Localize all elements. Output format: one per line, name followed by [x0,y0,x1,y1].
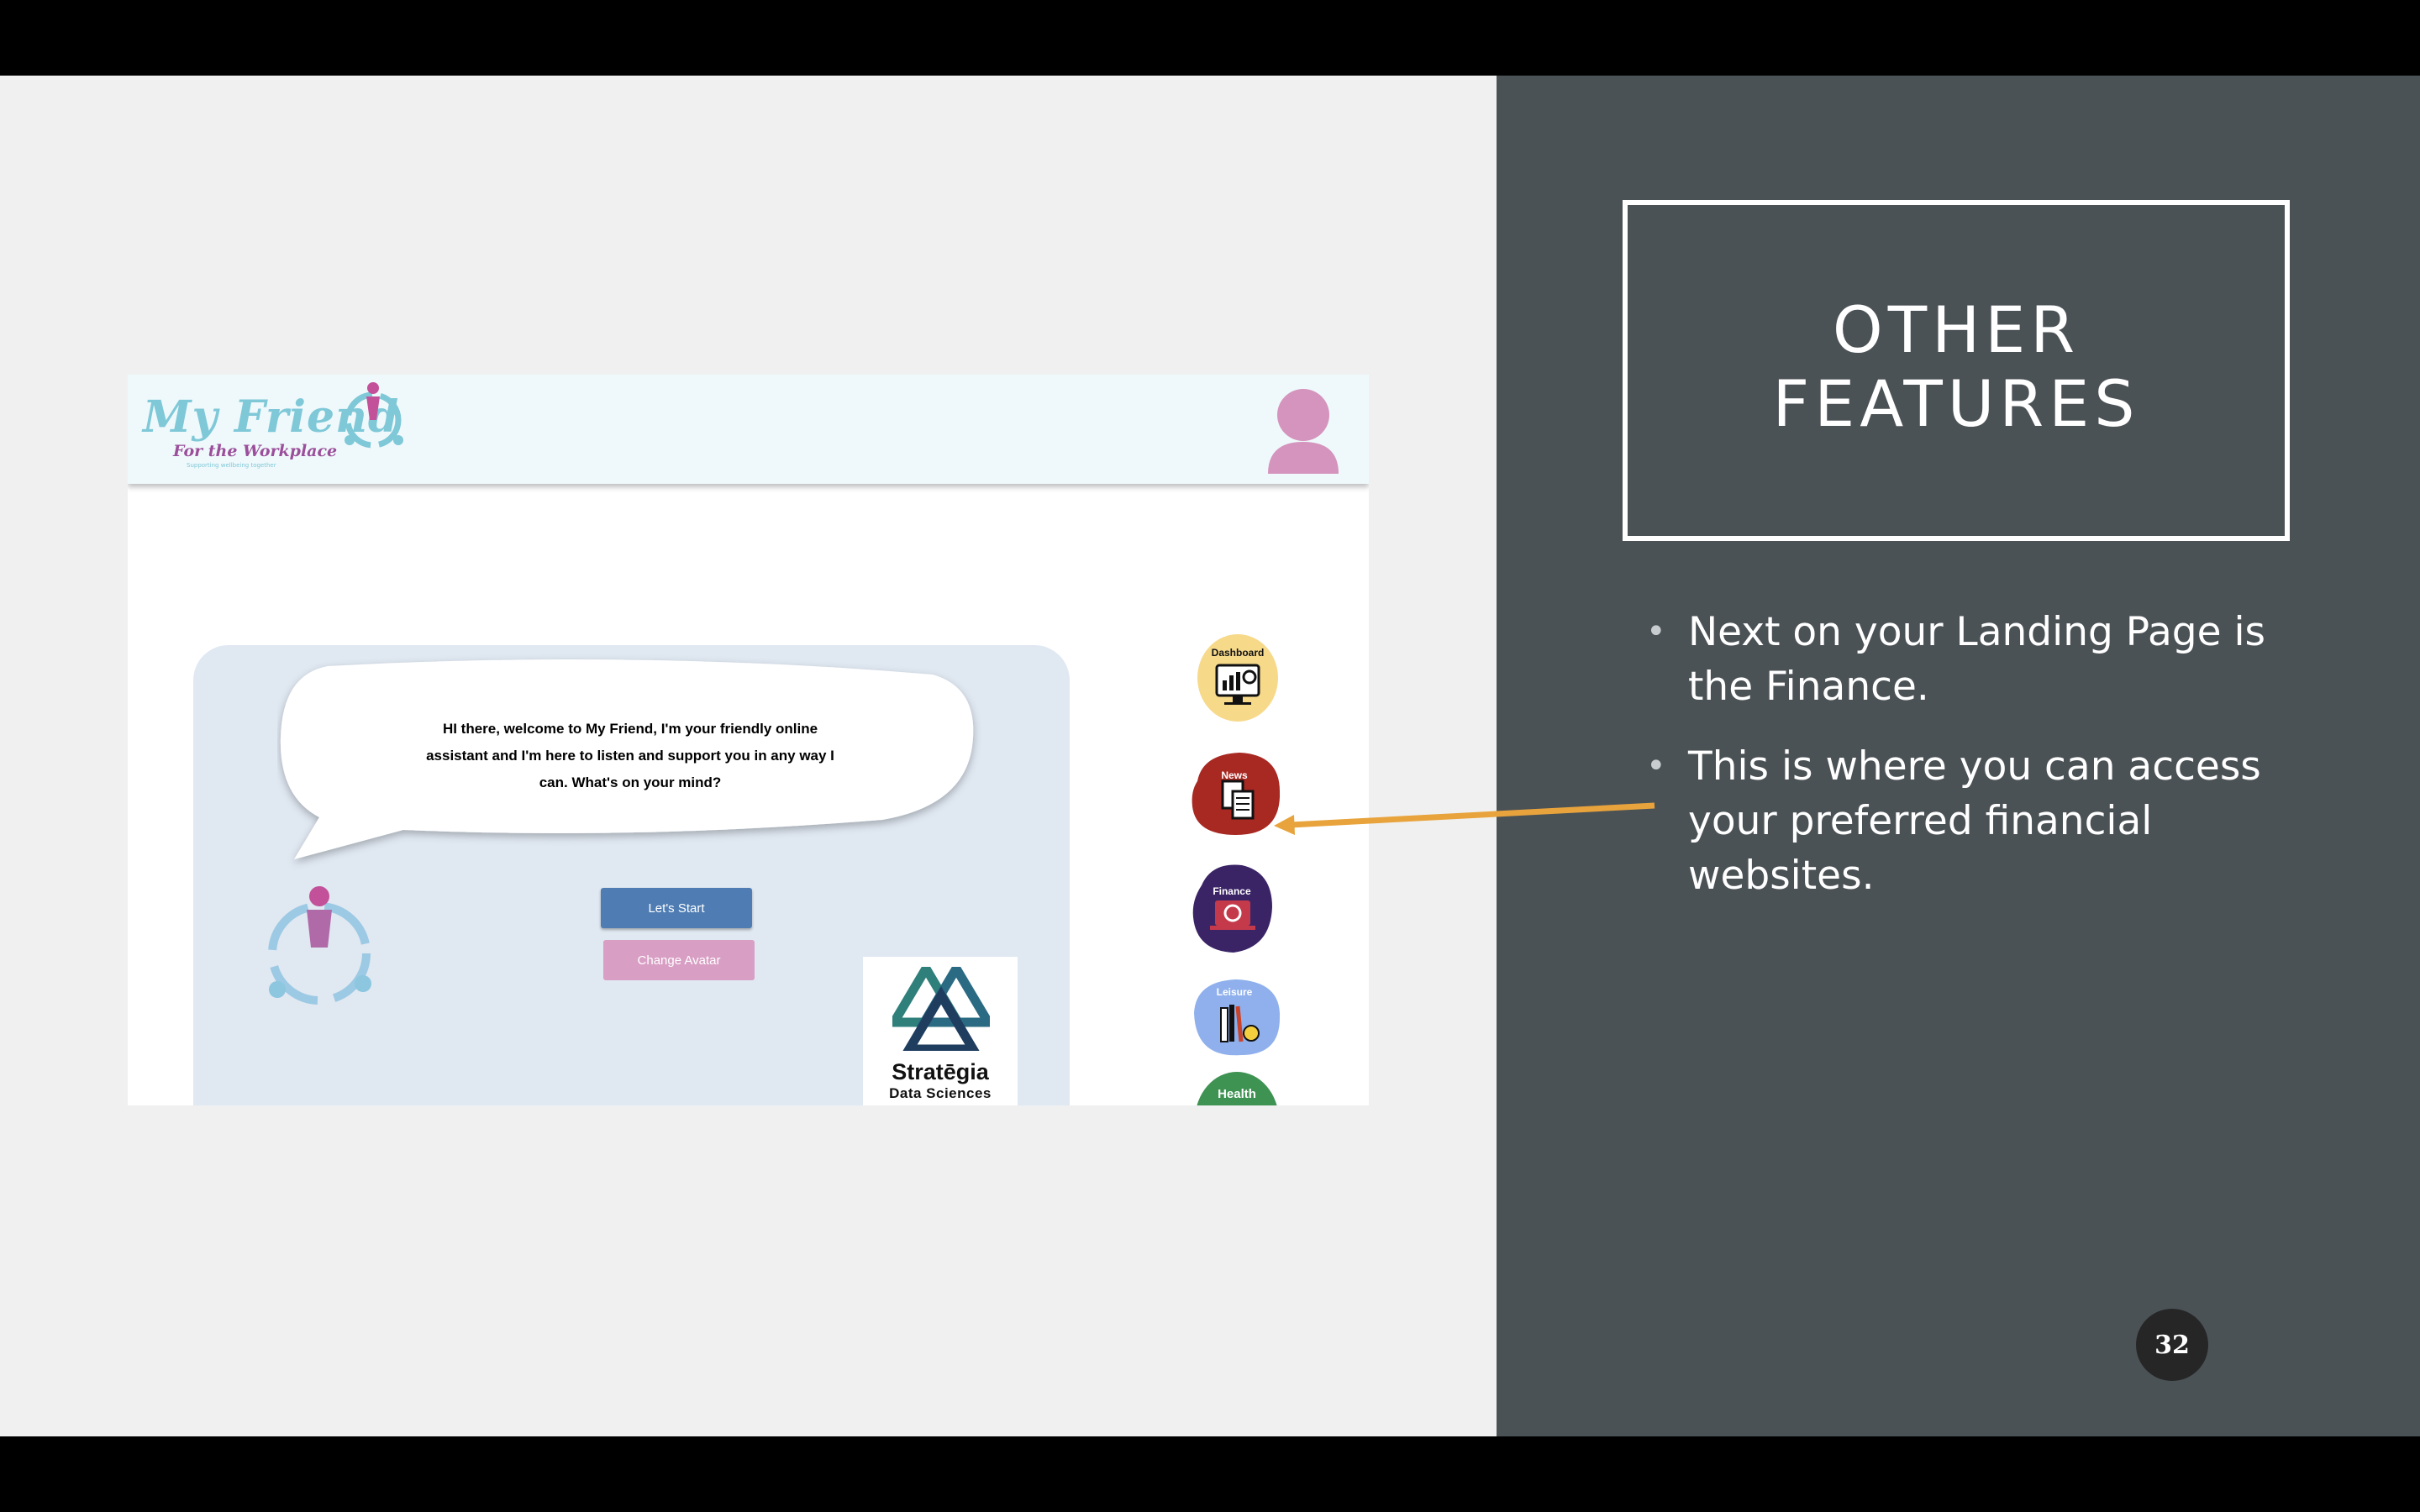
bullet-list: Next on your Landing Page is the Finance… [1639,605,2312,928]
logo-tagline: Supporting wellbeing together [187,462,276,469]
slide: My Friend For the Workplace Supporting w… [0,76,2420,1436]
bullet-item: Next on your Landing Page is the Finance… [1639,605,2312,714]
people-circle-logo-icon [345,382,403,449]
nav-leisure-label: Leisure [1216,986,1253,998]
mascot-icon [268,886,371,1005]
right-pane: OTHER FEATURES Next on your Landing Page… [1497,76,2420,1436]
triangle-knot-logo-icon [892,967,990,1051]
nav-health[interactable]: Health [1183,1068,1291,1105]
nav-news-label: News [1221,769,1248,781]
brand-subtitle: Data Sciences [889,1085,992,1101]
lets-start-button[interactable]: Let's Start [601,888,752,928]
nav-leisure[interactable]: Leisure [1181,971,1288,1070]
welcome-message: HI there, welcome to My Friend, I'm your… [426,721,834,790]
page-number: 32 [2136,1309,2208,1381]
brand-name: Stratēgia [892,1059,989,1084]
nav-finance[interactable]: Finance [1178,860,1286,959]
logo-subtitle: For the Workplace [173,442,338,460]
bullet-item: This is where you can access your prefer… [1639,739,2312,903]
nav-news[interactable]: News [1181,748,1288,847]
nav-dashboard[interactable]: Dashboard [1184,632,1292,731]
strategia-logo: Stratēgia Data Sciences [863,957,1018,1105]
nav-finance-label: Finance [1213,885,1251,897]
left-pane: My Friend For the Workplace Supporting w… [0,76,1497,1436]
slide-title: OTHER FEATURES [1772,292,2140,441]
app-screenshot: My Friend For the Workplace Supporting w… [128,375,1369,1105]
chat-card: HI there, welcome to My Friend, I'm your… [193,645,1070,1105]
nav-health-label: Health [1218,1087,1256,1101]
user-avatar-icon[interactable] [1263,386,1344,474]
app-header: My Friend For the Workplace Supporting w… [128,375,1369,484]
nav-dashboard-label: Dashboard [1211,647,1265,659]
change-avatar-button[interactable]: Change Avatar [603,940,755,980]
title-frame: OTHER FEATURES [1623,200,2290,541]
speech-bubble [280,659,974,859]
